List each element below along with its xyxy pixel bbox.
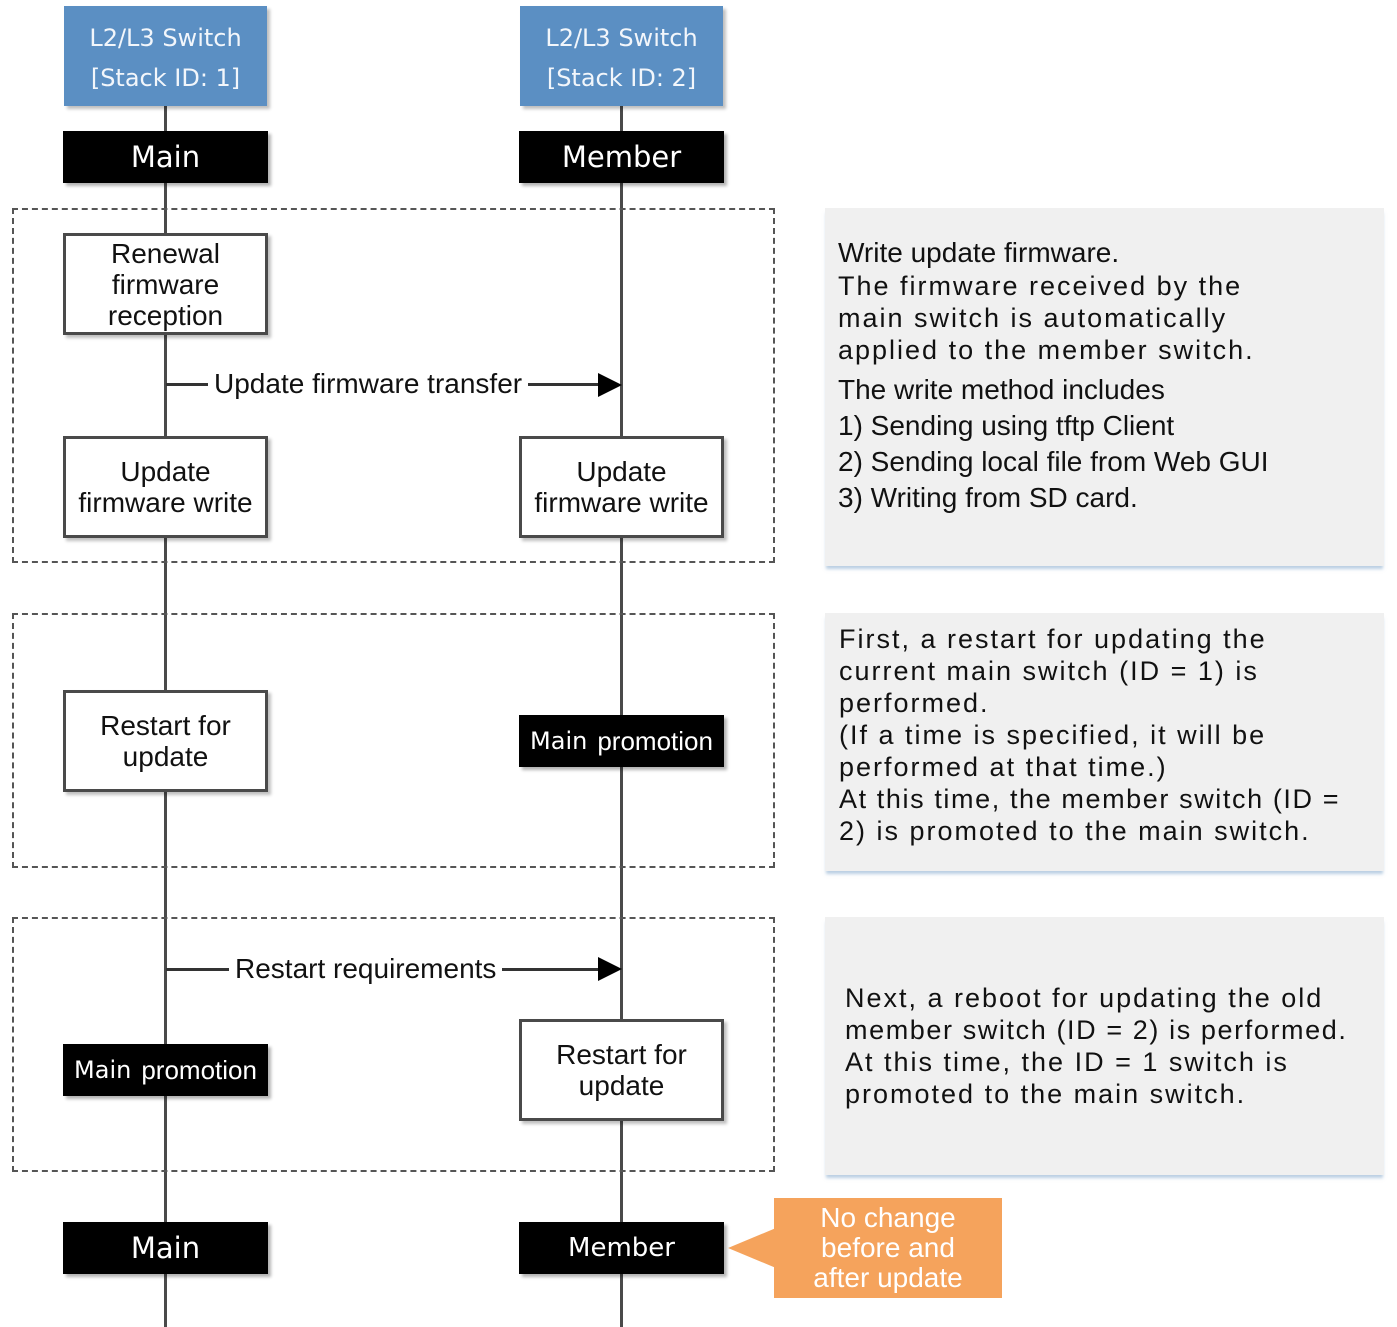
note-restart-main: First, a restart for updating the curren… — [825, 613, 1384, 871]
role-main-before: Main — [63, 131, 268, 183]
phase-2-frame — [12, 613, 775, 868]
switch-header-stack-2: L2/L3 Switch [Stack ID: 2] — [520, 6, 723, 106]
role-main-after: Main — [63, 1222, 268, 1274]
firmware-write-box-main: Update firmware write — [63, 436, 268, 538]
header-title: L2/L3 Switch — [89, 24, 242, 52]
transfer-arrow-label: Update firmware transfer — [208, 368, 529, 400]
restart-for-update-box-main: Restart for update — [63, 690, 268, 792]
note-heading: Write update firmware. — [838, 237, 1120, 268]
firmware-write-box-member: Update firmware write — [519, 436, 724, 538]
header-stack-id: [Stack ID: 1] — [90, 64, 241, 92]
switch-header-stack-1: L2/L3 Switch [Stack ID: 1] — [64, 6, 267, 106]
header-stack-id: [Stack ID: 2] — [546, 64, 697, 92]
header-title: L2/L3 Switch — [545, 24, 698, 52]
restart-for-update-box-member: Restart for update — [519, 1019, 724, 1121]
role-member-before: Member — [519, 131, 724, 183]
note-reboot-member: Next, a reboot for updating the old memb… — [825, 917, 1384, 1175]
callout-pointer — [728, 1228, 776, 1268]
renewal-firmware-reception-box: Renewal firmware reception — [63, 233, 268, 335]
restart-requirements-arrowhead — [598, 957, 622, 981]
transfer-arrowhead — [598, 373, 622, 397]
restart-requirements-label: Restart requirements — [229, 953, 503, 985]
no-change-callout: No change before and after update — [774, 1198, 1002, 1298]
main-promotion-badge-member: Main promotion — [519, 715, 724, 767]
main-promotion-badge-main: Main promotion — [63, 1044, 268, 1096]
phase-3-frame — [12, 917, 775, 1172]
role-member-after: Member — [519, 1222, 724, 1274]
note-write-firmware: Write update firmware. The firmware rece… — [825, 208, 1384, 566]
phase-1-frame — [12, 208, 775, 563]
